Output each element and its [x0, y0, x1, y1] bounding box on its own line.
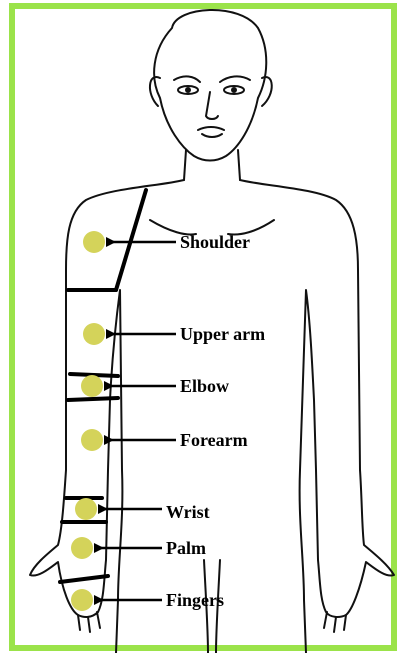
fingers-boundary: [60, 576, 108, 582]
palm-marker: [71, 537, 93, 559]
shoulder-marker: [83, 231, 105, 253]
nose: [206, 92, 218, 119]
body-part-label: Forearm: [180, 430, 248, 450]
upper-arm-marker: [83, 323, 105, 345]
elbow-lower-boundary: [68, 398, 118, 400]
wrist-marker: [75, 498, 97, 520]
body-part-label: Palm: [166, 538, 206, 558]
elbow-marker: [81, 375, 103, 397]
forearm-marker: [81, 429, 103, 451]
body-part-label: Fingers: [166, 590, 224, 610]
shoulder-boundary-diagonal: [116, 190, 146, 290]
mouth: [198, 127, 224, 130]
right-eyebrow: [220, 76, 250, 82]
body-part-label: Upper arm: [180, 324, 265, 344]
left-eyebrow: [174, 76, 200, 82]
body-part-label: Shoulder: [180, 232, 250, 252]
fingers-marker: [71, 589, 93, 611]
body-part-label: Elbow: [180, 376, 229, 396]
body-part-label: Wrist: [166, 502, 210, 522]
